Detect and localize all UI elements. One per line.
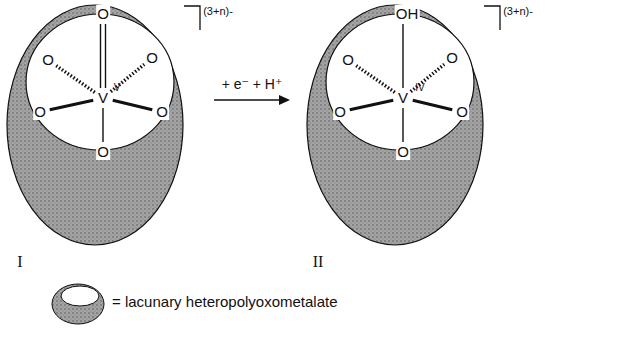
vanadium-atom-holder: V [397, 89, 409, 107]
oxygen-atom-holder: O [155, 103, 169, 121]
charge-bracket [484, 6, 500, 30]
oxidation-state-holder: IV [414, 77, 425, 95]
oxygen-atom-holder: O [41, 51, 55, 69]
oxygen-atom-holder: O [145, 49, 159, 67]
structure-number: I [16, 253, 23, 270]
bond [402, 108, 403, 142]
oxygen-atom: O [445, 49, 459, 66]
bond [56, 66, 95, 93]
charge-label-holder: (3+n)- [202, 1, 234, 19]
charge-label: (3+n)- [202, 5, 234, 17]
vanadium-atom: V [97, 89, 109, 106]
oxygen-atom: O [396, 143, 410, 160]
bond [50, 100, 93, 110]
bond [402, 24, 403, 88]
hydroxo-group-holder: OH [395, 5, 420, 23]
oxygen-atom-holder: O [33, 103, 47, 121]
reaction-label-holder: + e⁻ + H⁺ [221, 75, 284, 93]
bond [105, 24, 106, 88]
legend-text: = lacunary heteropolyoxometalate [112, 293, 338, 310]
oxygen-atom: O [33, 103, 47, 120]
bond [100, 24, 101, 88]
hydroxo-group: OH [395, 5, 420, 22]
oxygen-atom-holder: O [333, 103, 347, 121]
oxygen-atom: O [41, 51, 55, 68]
charge-bracket [184, 6, 200, 30]
oxidation-state: IV [414, 82, 425, 93]
structure-number: II [312, 253, 325, 270]
oxygen-atom: O [333, 103, 347, 120]
polyoxometalate-bowl [7, 5, 183, 245]
vanadium-atom-holder: V [97, 89, 109, 107]
structure-number-holder: II [312, 253, 325, 271]
bond [102, 108, 103, 142]
structure-number-holder: I [16, 253, 23, 271]
reaction-arrow [214, 95, 290, 105]
bond [113, 100, 153, 109]
oxygen-atom-holder: O [96, 143, 110, 161]
bond [356, 66, 395, 93]
oxygen-atom: O [455, 103, 469, 120]
oxygen-atom: O [96, 143, 110, 160]
polyoxometalate-bowl [307, 5, 483, 245]
bond [413, 100, 453, 109]
legend-bowl [52, 284, 104, 324]
oxygen-atom: O [145, 49, 159, 66]
oxygen-atom: O [341, 51, 355, 68]
oxygen-atom: O [96, 5, 110, 22]
oxygen-atom: O [155, 103, 169, 120]
reaction-label: + e⁻ + H⁺ [221, 76, 284, 92]
oxidation-state-holder: V [113, 77, 122, 95]
oxygen-atom-holder: O [396, 143, 410, 161]
charge-label: (3+n)- [502, 5, 534, 17]
oxygen-atom-holder: O [455, 103, 469, 121]
legend-entry: = lacunary heteropolyoxometalate [112, 293, 338, 311]
oxygen-atom-holder: O [96, 5, 110, 23]
charge-label-holder: (3+n)- [502, 1, 534, 19]
vanadium-atom: V [397, 89, 409, 106]
oxygen-atom-holder: O [445, 49, 459, 67]
bond [350, 100, 393, 110]
oxygen-atom-holder: O [341, 51, 355, 69]
oxidation-state: V [113, 82, 122, 93]
bonds [50, 24, 453, 142]
